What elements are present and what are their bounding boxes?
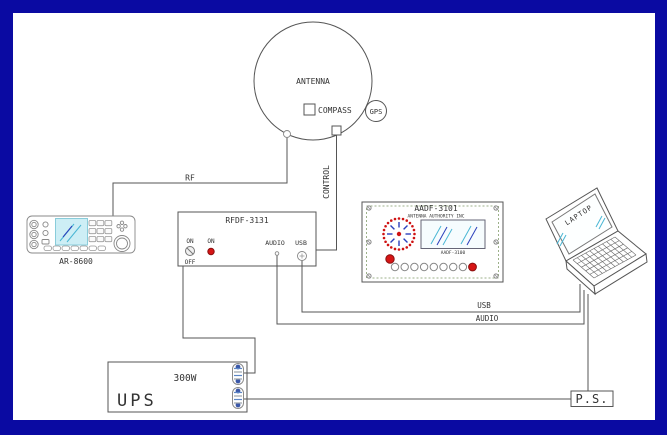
laptop: LAPTOP <box>545 187 647 296</box>
cables: RF CONTROL USB AUDIO <box>112 135 589 400</box>
antenna-dome <box>253 21 373 141</box>
aadf-display <box>420 219 486 249</box>
ups-box <box>107 361 248 413</box>
gps-label: GPS <box>370 108 383 116</box>
antenna-label: ANTENNA <box>296 77 330 86</box>
power-led-icon <box>207 247 215 256</box>
cable-audio-label: AUDIO <box>476 314 499 323</box>
laptop-keyboard <box>573 237 636 278</box>
usb-port-icon <box>297 251 307 261</box>
aadf-title: AADF-3101 <box>414 204 458 213</box>
compass-rose <box>382 217 416 251</box>
power-supply-unit: P.S. <box>570 390 614 407</box>
aadf-button-row <box>390 262 477 272</box>
audio-jack-icon <box>274 251 280 256</box>
ups-unit: 300W UPS <box>117 363 244 411</box>
rfdf-unit-box <box>177 211 317 267</box>
rfdf-led-label: ON <box>207 238 215 245</box>
laptop-base-side <box>565 259 596 296</box>
receiver-keypad <box>88 220 113 243</box>
receiver-small-button <box>42 229 49 237</box>
receiver-bottom-buttons <box>43 245 106 251</box>
aadf-power-button <box>385 254 395 264</box>
receiver-dpad <box>116 220 128 232</box>
cable-rf <box>112 137 288 216</box>
rfdf-title: RFDF-3131 <box>225 216 269 225</box>
aadf-unit: AADF-3101 ANTENNA AUTHORITY INC AADF-310… <box>361 201 504 283</box>
control-connector-icon <box>331 125 342 136</box>
antenna-unit: ANTENNA COMPASS GPS <box>253 21 387 141</box>
compass-label: COMPASS <box>318 106 352 115</box>
rfdf-audio-label: AUDIO <box>265 239 285 247</box>
ups-outlet-1 <box>232 363 244 385</box>
power-supply-label: P.S. <box>576 392 609 406</box>
aadf-maker-label: ANTENNA AUTHORITY INC <box>408 214 465 220</box>
cable-usb-label: USB <box>477 301 491 310</box>
cable-audio <box>276 255 585 325</box>
power-switch-icon <box>185 246 195 256</box>
rfdf-unit: RFDF-3131 ON OFF ON AUDIO USB <box>185 216 307 266</box>
receiver-small-button <box>41 239 50 245</box>
ups-outlet-2 <box>232 387 244 409</box>
tuning-knob-inner <box>116 237 128 250</box>
receiver-small-button <box>42 221 49 228</box>
cable-control <box>316 135 337 251</box>
cable-usb <box>301 260 581 313</box>
aadf-display-glare <box>430 225 478 246</box>
receiver-knobs <box>29 219 39 250</box>
receiver-display-glare <box>59 223 82 243</box>
gps-circle <box>365 100 387 122</box>
rf-connector-icon <box>283 130 291 138</box>
cable-power-rfdf <box>182 266 256 374</box>
laptop-screen-glare <box>556 215 606 247</box>
ups-label: UPS <box>117 391 157 411</box>
aadf-display-label: AADF-3100 <box>441 250 466 256</box>
laptop-screen <box>551 193 613 255</box>
receiver-label: AR-8600 <box>59 257 93 266</box>
aadf-screws <box>366 205 499 279</box>
receiver-ar8600: AR-8600 <box>26 215 136 266</box>
compass-box <box>303 103 316 116</box>
ups-rating-label: 300W <box>174 373 197 384</box>
rfdf-switch-off-label: OFF <box>185 259 196 266</box>
cable-control-label: CONTROL <box>322 165 331 199</box>
power-supply-box <box>570 390 614 407</box>
cable-rf-label: RF <box>185 174 195 183</box>
rfdf-switch-on-label: ON <box>186 238 194 245</box>
rfdf-usb-label: USB <box>295 239 307 247</box>
